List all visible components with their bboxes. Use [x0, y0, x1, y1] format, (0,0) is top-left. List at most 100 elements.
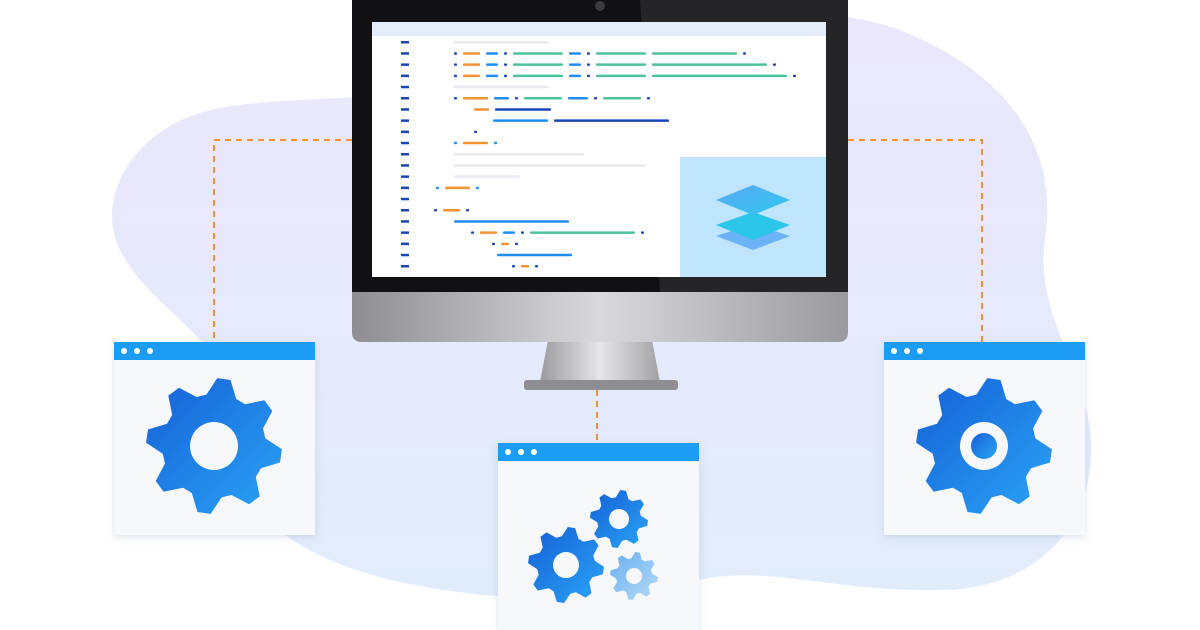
- code-token: [476, 186, 479, 190]
- code-token: [493, 119, 548, 122]
- code-token: [530, 231, 635, 234]
- line-number: [401, 108, 409, 111]
- line-number: [401, 164, 409, 167]
- code-token: [587, 74, 590, 78]
- code-token: [596, 63, 646, 66]
- code-token: [497, 253, 572, 257]
- window-dot: [531, 449, 537, 455]
- code-token: [652, 63, 767, 66]
- code-token: [463, 52, 480, 55]
- code-token: [743, 52, 746, 55]
- gear-icon: [528, 527, 604, 603]
- window-titlebar: [498, 443, 699, 461]
- desktop-monitor-icon: [352, 0, 848, 390]
- code-token: [454, 85, 549, 89]
- code-token: [454, 63, 457, 66]
- code-editor-lines: [401, 41, 796, 268]
- window-dot: [904, 348, 910, 354]
- line-number: [401, 197, 409, 201]
- code-token: [521, 265, 529, 268]
- code-token: [504, 52, 507, 55]
- gears: [146, 378, 1052, 603]
- line-number: [401, 97, 409, 100]
- code-token: [504, 74, 507, 78]
- code-token: [480, 231, 497, 234]
- code-token: [652, 74, 787, 78]
- code-token: [454, 164, 646, 167]
- line-number: [401, 253, 409, 257]
- window-dot: [917, 348, 923, 354]
- code-token: [513, 74, 563, 78]
- line-number: [401, 141, 409, 145]
- line-number: [401, 119, 409, 122]
- code-token: [773, 63, 776, 66]
- code-token: [569, 52, 581, 55]
- webcam: [595, 1, 605, 11]
- code-token: [443, 209, 460, 212]
- window-titlebar: [114, 342, 315, 360]
- code-token: [486, 74, 498, 78]
- monitor-chin: [352, 288, 848, 342]
- code-token: [569, 63, 581, 66]
- gear-icon: [610, 552, 658, 600]
- line-number: [401, 130, 409, 134]
- line-number: [401, 175, 409, 178]
- code-token: [568, 97, 588, 100]
- window-dot: [121, 348, 127, 354]
- code-token: [454, 153, 584, 156]
- code-token: [513, 63, 563, 66]
- code-token: [512, 265, 515, 268]
- code-token: [587, 52, 590, 55]
- line-number: [401, 265, 409, 268]
- line-number: [401, 153, 409, 156]
- line-number: [401, 85, 409, 89]
- code-token: [594, 97, 597, 100]
- line-number: [401, 186, 409, 190]
- gear-icon: [146, 378, 282, 514]
- code-token: [596, 74, 646, 78]
- line-number: [401, 41, 409, 44]
- gear-icon: [916, 378, 1052, 514]
- code-token: [793, 74, 796, 78]
- code-token: [603, 97, 641, 100]
- monitor-stand-base: [524, 380, 678, 390]
- code-token: [587, 63, 590, 66]
- code-token: [474, 130, 477, 134]
- line-number: [401, 52, 409, 55]
- code-token: [454, 141, 457, 145]
- code-token: [454, 41, 549, 44]
- line-number: [401, 231, 409, 234]
- code-token: [652, 52, 737, 55]
- monitor-stand-neck: [540, 340, 660, 382]
- code-token: [454, 52, 457, 55]
- code-token: [434, 209, 437, 212]
- code-token: [521, 231, 524, 234]
- code-token: [515, 242, 518, 246]
- code-token: [641, 231, 644, 234]
- gear-hub: [971, 433, 997, 459]
- code-token: [596, 52, 646, 55]
- code-token: [466, 209, 469, 212]
- code-token: [524, 97, 562, 100]
- code-token: [494, 141, 497, 145]
- line-number: [401, 242, 409, 246]
- window-titlebar: [884, 342, 1085, 360]
- connector-right: [848, 139, 983, 342]
- line-number: [401, 209, 409, 212]
- window-dot: [891, 348, 897, 354]
- code-token: [504, 63, 507, 66]
- code-token: [454, 74, 457, 78]
- code-token: [515, 97, 518, 100]
- code-token: [486, 52, 498, 55]
- line-number: [401, 63, 409, 66]
- code-token: [554, 119, 669, 122]
- code-token: [436, 186, 439, 190]
- layers-icon: [716, 185, 790, 250]
- code-token: [492, 242, 495, 246]
- window-dot: [505, 449, 511, 455]
- code-token: [463, 141, 488, 145]
- code-token: [495, 108, 551, 111]
- gear-icon: [590, 490, 648, 548]
- code-token: [501, 242, 509, 246]
